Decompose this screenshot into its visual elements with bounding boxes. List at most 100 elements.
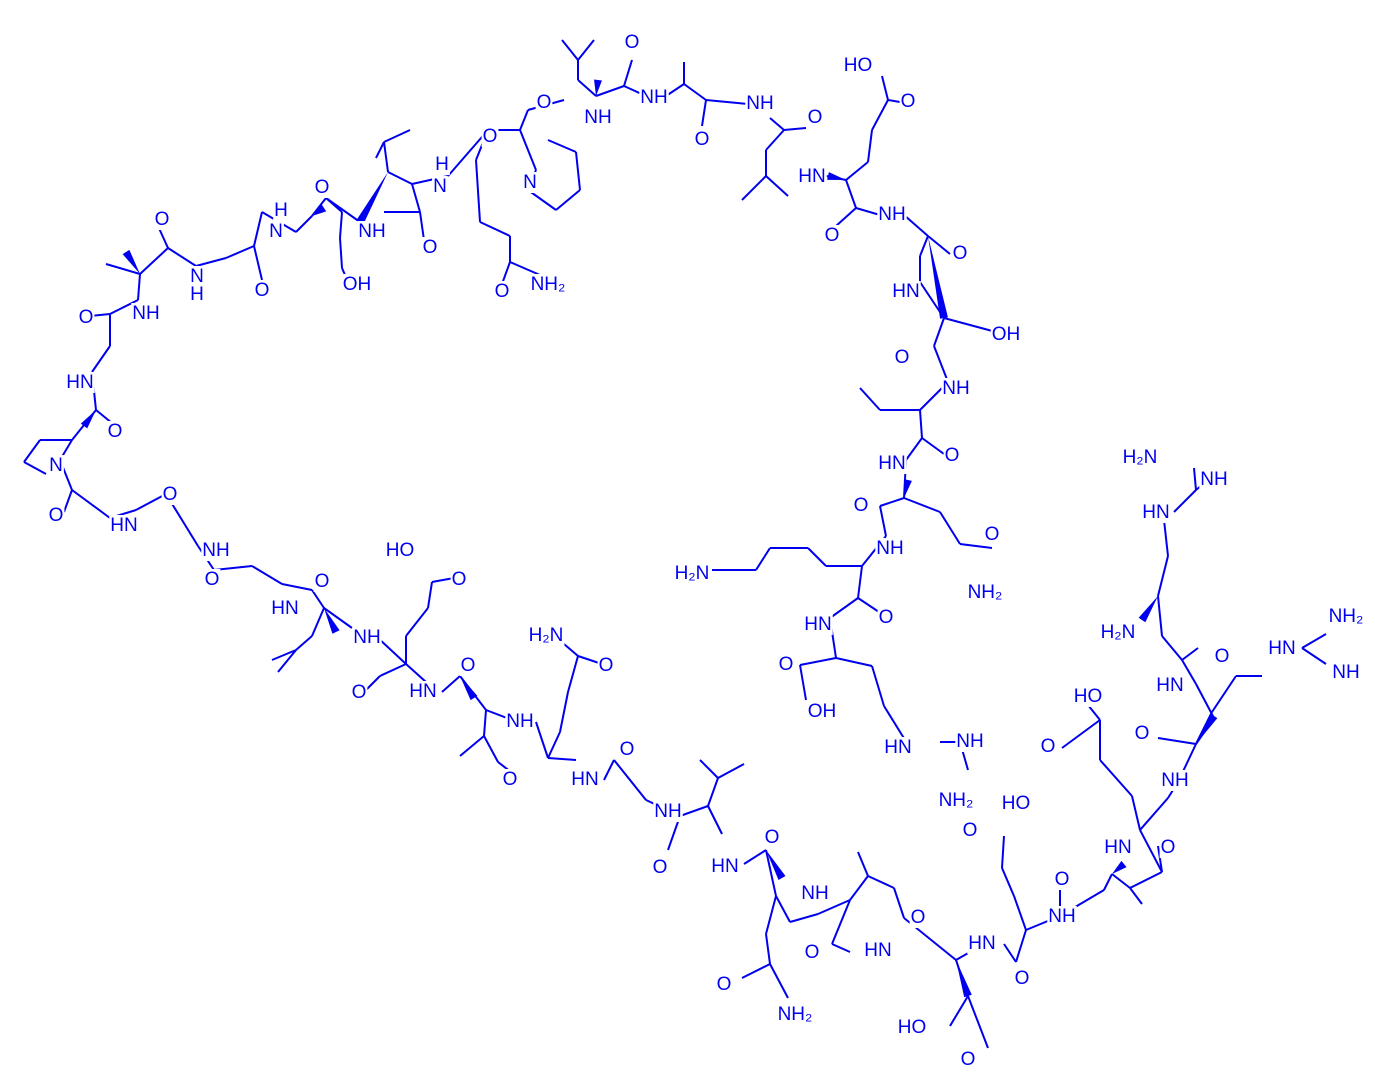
atom-label-o: O — [315, 571, 330, 592]
label-background — [673, 563, 711, 585]
atom-label-hn: HN — [409, 681, 436, 702]
atom-label-o: O — [901, 91, 916, 112]
label-background — [273, 200, 289, 222]
label-background — [653, 801, 683, 823]
label-background — [639, 87, 669, 109]
atom-label-o: O — [205, 569, 220, 590]
bond-line — [105, 263, 141, 275]
atom-label-ho: HO — [844, 55, 873, 76]
bond-line — [405, 663, 427, 683]
atom-label-o: O — [49, 505, 64, 526]
bond-line — [527, 189, 557, 211]
label-background — [883, 737, 913, 759]
bond-line — [377, 637, 407, 665]
bond-line — [1013, 895, 1027, 931]
atom-label-nh: NH — [1048, 906, 1075, 927]
atom-label-o: O — [953, 243, 968, 264]
label-background — [47, 505, 65, 527]
stereo-wedge-bond — [1196, 713, 1218, 744]
atom-label-o: O — [1161, 837, 1176, 858]
atom-label-nh: NH — [942, 378, 969, 399]
atom-label-hn: HN — [804, 614, 831, 635]
label-background — [803, 942, 821, 964]
bond-line — [1301, 647, 1327, 665]
label-background — [408, 681, 438, 703]
atom-label-hn: HN — [66, 372, 93, 393]
bond-line — [1111, 873, 1131, 889]
bond-line — [483, 735, 499, 763]
atom-label-o: O — [879, 607, 894, 628]
bond-line — [459, 735, 485, 757]
bond-line — [871, 665, 885, 707]
bond-line — [603, 759, 615, 781]
bond-line — [849, 875, 869, 901]
bond-line — [1129, 871, 1163, 889]
label-background — [1267, 638, 1297, 660]
bond-line — [1181, 659, 1197, 685]
bond-line — [251, 565, 283, 585]
bond-line — [741, 175, 767, 201]
atom-label-o: O — [1135, 723, 1150, 744]
bond-line — [927, 235, 951, 255]
atom-label-o: O — [985, 524, 1000, 545]
stereo-wedge-bond — [80, 410, 96, 429]
label-background — [863, 940, 893, 962]
stereo-wedge-bond — [904, 479, 912, 498]
atom-label-hn: HN — [884, 737, 911, 758]
label-background — [583, 107, 613, 129]
bond-line — [325, 197, 343, 213]
label-background — [877, 204, 907, 226]
label-background — [1133, 723, 1151, 745]
atom-label-ho: HO — [386, 540, 415, 561]
atom-label-nh2: NH₂ — [968, 582, 1003, 603]
label-background — [1103, 837, 1133, 859]
atom-label-o: O — [255, 280, 270, 301]
atom-label-n: N — [433, 176, 447, 197]
bond-line — [411, 183, 421, 213]
atom-label-o: O — [483, 126, 498, 147]
label-background — [268, 221, 284, 243]
bond-line — [1103, 873, 1113, 891]
stereo-wedge-bond — [594, 79, 602, 96]
bond-line — [717, 763, 745, 779]
bond-line — [817, 899, 851, 915]
atom-label-nh: NH — [876, 538, 903, 559]
bond-line — [867, 129, 873, 163]
atom-label-h2n: H₂N — [1101, 622, 1136, 643]
label-background — [623, 32, 641, 54]
label-background — [966, 582, 1004, 604]
bond-line — [683, 83, 707, 101]
bond-line — [949, 995, 969, 1027]
bond-line — [387, 171, 413, 185]
atom-label-o: O — [503, 769, 518, 790]
bond-line — [323, 607, 353, 629]
atom-label-nh: NH — [801, 883, 828, 904]
bond-line — [271, 649, 297, 661]
label-background — [651, 857, 669, 879]
bond-line — [563, 643, 579, 657]
label-background — [877, 453, 907, 475]
bond-line — [871, 99, 889, 131]
label-background — [618, 739, 636, 761]
atom-label-o: O — [452, 569, 467, 590]
label-background — [1213, 646, 1231, 668]
bond-line — [867, 875, 895, 889]
label-background — [131, 303, 161, 325]
label-background — [891, 281, 921, 303]
label-background — [1013, 968, 1031, 990]
label-background — [1072, 686, 1104, 708]
label-background — [1141, 502, 1171, 524]
bond-line — [339, 237, 343, 269]
atom-label-nh: NH — [746, 93, 773, 114]
bond-line — [769, 117, 785, 131]
bond-line — [1015, 929, 1027, 963]
label-background — [1000, 793, 1032, 815]
label-background — [313, 571, 331, 593]
label-background — [570, 769, 600, 791]
bond-line — [807, 547, 827, 567]
label-background — [459, 655, 477, 677]
bond-line — [799, 657, 837, 666]
bond-line — [679, 805, 709, 817]
